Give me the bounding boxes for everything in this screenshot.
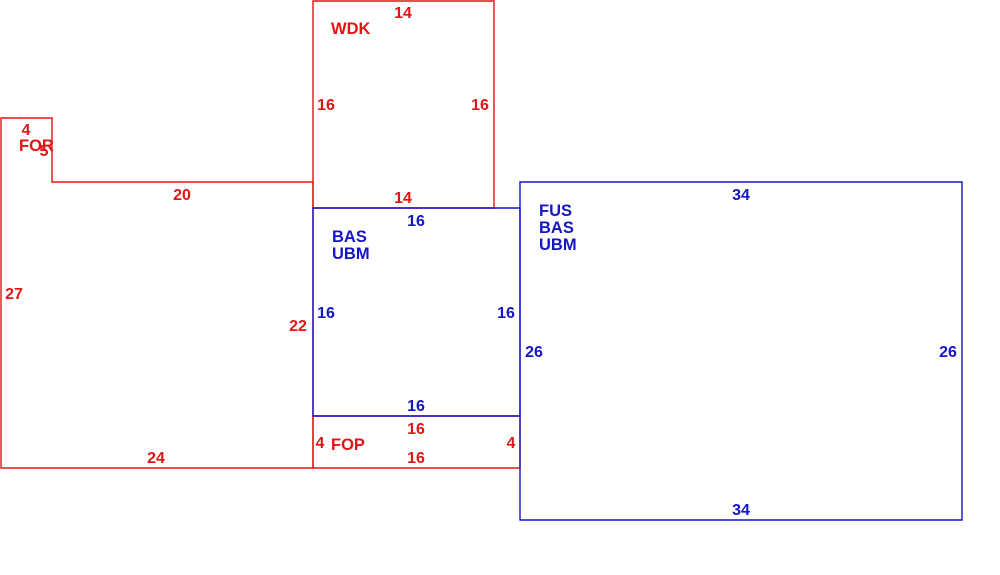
for-notch-side-dim: 5 — [40, 143, 49, 160]
for-left-dim: 27 — [5, 286, 23, 303]
wdk-left-dim: 16 — [317, 97, 335, 114]
fus-outline — [519, 181, 963, 521]
fus-bottom-dim: 34 — [732, 502, 750, 519]
fus-top-dim: 34 — [732, 187, 750, 204]
for-code-label: FOR — [19, 137, 54, 155]
fus-code-label-2: BAS — [539, 219, 574, 237]
wdk-right-dim: 16 — [471, 97, 489, 114]
bas-code-label-1: BAS — [332, 228, 367, 246]
wdk-top-dim: 14 — [394, 5, 412, 22]
for-top-dim: 20 — [173, 187, 191, 204]
for-right-dim: 22 — [289, 318, 307, 335]
fop-code-label: FOP — [331, 436, 365, 454]
for-bottom-dim: 24 — [147, 450, 165, 467]
fop-left-dim: 4 — [316, 435, 325, 452]
bas-left-dim: 16 — [317, 305, 335, 322]
fop-top-dim: 16 — [407, 421, 425, 438]
section-for: 4 5 FOR 20 27 22 24 — [0, 117, 314, 469]
fus-code-label-3: UBM — [539, 236, 577, 254]
section-wdk: WDK 14 16 16 14 — [312, 0, 495, 209]
bas-bottom-dim: 16 — [407, 398, 425, 415]
for-outline — [0, 117, 314, 469]
section-fop: 4 FOP 16 16 4 — [312, 415, 521, 469]
bas-top-dim: 16 — [407, 213, 425, 230]
bas-code-label-2: UBM — [332, 245, 370, 263]
section-bas-center: 16 BAS UBM 16 16 16 — [312, 207, 521, 417]
bas-right-dim: 16 — [497, 305, 515, 322]
fop-right-dim: 4 — [507, 435, 516, 452]
fus-right-dim: 26 — [939, 344, 957, 361]
wdk-bottom-dim: 14 — [394, 190, 412, 207]
section-fus: 34 FUS BAS UBM 26 26 34 — [519, 181, 963, 521]
wdk-code-label: WDK — [331, 20, 370, 38]
fus-left-dim: 26 — [525, 344, 543, 361]
fop-bottom-dim: 16 — [407, 450, 425, 467]
fus-code-label-1: FUS — [539, 202, 572, 220]
for-notch-top-dim: 4 — [22, 122, 31, 139]
